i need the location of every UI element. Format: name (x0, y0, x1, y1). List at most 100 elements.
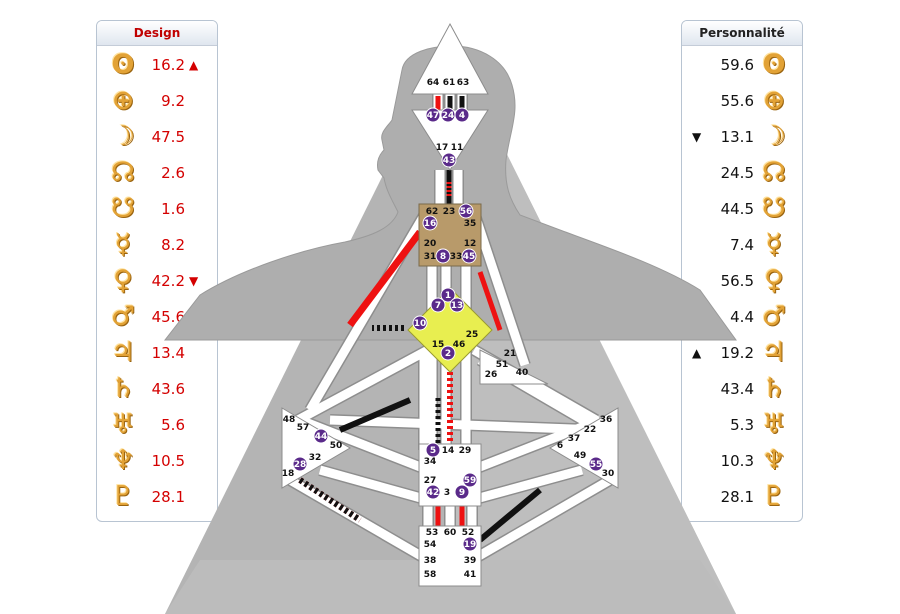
gate-33-label: 33 (450, 252, 463, 262)
design-row: ♀42.2▼ (97, 263, 217, 299)
gate-29-label: 29 (459, 446, 472, 456)
design-row: ♅5.6 (97, 407, 217, 443)
gate-63-label: 63 (457, 78, 470, 88)
personality-value: 19.2 (720, 344, 754, 362)
gate-60-label: 60 (444, 528, 457, 538)
gate-52-label: 52 (462, 528, 475, 538)
gate-28-label: 28 (294, 460, 307, 470)
gate-39-label: 39 (464, 556, 477, 566)
gate-10-label: 10 (414, 319, 427, 329)
channel-path (469, 210, 530, 367)
gate-1-label: 1 (445, 291, 451, 301)
earth-icon: ⊕ (762, 85, 786, 116)
jupiter-icon: ♃ (110, 337, 136, 368)
gate-34-label: 34 (424, 457, 437, 467)
gate-23-label: 23 (443, 207, 456, 217)
design-row: ♃ 13.4 (97, 335, 217, 371)
gate-59-label: 59 (464, 476, 477, 486)
north-node-icon: ☊ (111, 157, 135, 188)
gate-activation-marker (412, 315, 428, 331)
gate-57-label: 57 (297, 423, 310, 433)
gate-38-label: 38 (424, 556, 437, 566)
channel-path (295, 346, 431, 424)
gate-12-label: 12 (464, 239, 477, 249)
channel-path (329, 415, 601, 435)
gate-activation-marker (454, 484, 470, 500)
jupiter-icon: ♃ (761, 337, 787, 368)
design-value: 1.6 (161, 200, 185, 218)
personality-row: ♃ 19.2 ▲ (682, 335, 802, 371)
personality-row: ♄ 43.4 (682, 371, 802, 407)
channel-path (287, 476, 431, 564)
pluto-icon: ♇ (761, 481, 787, 512)
gate-activation-marker (588, 456, 604, 472)
south-node-icon: ☋ (762, 193, 786, 224)
gate-36-label: 36 (600, 415, 613, 425)
personality-value: 7.4 (730, 236, 754, 254)
design-row: ☿ 8.2 (97, 227, 217, 263)
gate-30-label: 30 (602, 469, 615, 479)
gate-13-label: 13 (451, 301, 464, 311)
design-row: ☽ 47.5 (97, 119, 217, 155)
gate-2-label: 2 (445, 349, 451, 359)
gate-27-label: 27 (424, 476, 437, 486)
gate-11-label: 11 (451, 143, 464, 153)
design-value: 43.6 (151, 380, 185, 398)
gate-8-label: 8 (440, 252, 446, 262)
gate-19-label: 19 (464, 540, 477, 550)
personality-value: 24.5 (720, 164, 754, 182)
gate-3-label: 3 (444, 488, 450, 498)
personality-value: 28.1 (720, 488, 754, 506)
personality-row: ☊ 24.5 (682, 155, 802, 191)
design-value: 47.5 (151, 128, 185, 146)
personality-value: 43.4 (720, 380, 754, 398)
gate-activation-marker (454, 107, 470, 123)
detriment-arrow-icon: ▼ (189, 274, 199, 288)
gate-activation-marker (422, 215, 438, 231)
design-panel-title: Design (97, 21, 217, 46)
mars-icon: ♂ (761, 301, 787, 332)
gate-31-label: 31 (424, 252, 437, 262)
exalted-arrow-icon: ▲ (692, 346, 702, 360)
uranus-icon: ♅ (761, 409, 787, 440)
personality-value: 13.1 (720, 128, 754, 146)
channel-path (298, 415, 430, 475)
south-node-icon: ☋ (111, 193, 135, 224)
gate-47-label: 47 (427, 111, 440, 121)
detriment-arrow-icon: ▼ (692, 130, 702, 144)
saturn-icon: ♄ (761, 373, 787, 404)
gate-43-label: 43 (443, 156, 456, 166)
gate-17-label: 17 (436, 143, 449, 153)
gate-activation-marker (313, 428, 329, 444)
design-value: 13.4 (151, 344, 185, 362)
north-node-icon: ☊ (762, 157, 786, 188)
design-row: ☋ 1.6 (97, 191, 217, 227)
design-row: ☊2.6 (97, 155, 217, 191)
gate-activation-marker (461, 248, 477, 264)
gate-53-label: 53 (426, 528, 439, 538)
personality-row: ♆10.3 (682, 443, 802, 479)
gate-18-label: 18 (282, 469, 295, 479)
gate-62-label: 62 (426, 207, 439, 217)
gate-9-label: 9 (459, 488, 465, 498)
design-row: ♆10.5 (97, 443, 217, 479)
gate-5-label: 5 (430, 446, 436, 456)
design-value: 16.2 (151, 56, 185, 74)
design-value: 8.2 (161, 236, 185, 254)
personality-value: 59.6 (720, 56, 754, 74)
personality-row: ☿7.4 (682, 227, 802, 263)
gate-46-label: 46 (453, 340, 466, 350)
moon-icon: ☽ (110, 121, 136, 152)
channel-line (338, 397, 412, 433)
gate-activation-marker (425, 442, 441, 458)
personality-row: ☽13.1▼ (682, 119, 802, 155)
channel-line (477, 271, 503, 331)
mars-icon: ♂ (110, 301, 136, 332)
mercury-icon: ☿ (114, 229, 132, 260)
gate-45-label: 45 (463, 252, 476, 262)
gate-21-label: 21 (504, 349, 517, 359)
personality-value: 4.4 (730, 308, 754, 326)
gate-22-label: 22 (584, 425, 597, 435)
